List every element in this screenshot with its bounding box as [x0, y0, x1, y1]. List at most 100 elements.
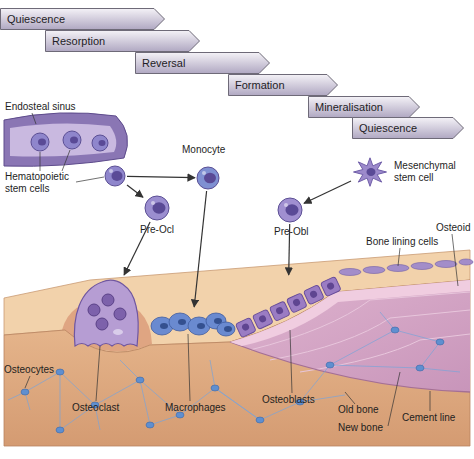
arrow-connector [127, 176, 195, 177]
part-label: Osteocytes [4, 364, 54, 376]
cell-part [113, 329, 123, 335]
cell-part [286, 293, 307, 313]
illustration-part [136, 377, 144, 383]
cell-part [269, 301, 290, 321]
part-label: Endosteal sinus [5, 101, 76, 113]
illustration-part [211, 385, 219, 391]
banner-outline [1, 9, 165, 30]
cell-part [235, 317, 256, 337]
cell-part [197, 323, 205, 329]
cell-node: Pre-Ocl [144, 195, 170, 221]
illustration-part [411, 263, 433, 270]
arrow-connector [304, 181, 351, 203]
cell-part [252, 309, 273, 329]
cell-part [269, 301, 290, 321]
illustration-part [4, 280, 470, 446]
illustration-part [10, 123, 116, 156]
phase-label: Resorption [45, 30, 200, 52]
illustration-part [38, 139, 46, 146]
phase-label: Reversal [135, 52, 270, 74]
cell-part [145, 196, 169, 220]
illustration-part [56, 427, 64, 433]
cell-part [309, 290, 318, 299]
cell-part [326, 281, 335, 290]
illustration-part [63, 131, 81, 149]
illustration-part [339, 269, 361, 276]
illustration-part [436, 339, 444, 345]
bone-block [4, 250, 470, 446]
cell-shape [150, 308, 235, 338]
illustration-part [300, 330, 440, 402]
illustration-part [188, 334, 190, 401]
illustration-part [31, 133, 49, 151]
illustration-part [430, 391, 431, 411]
cell-label: Monocyte [182, 144, 225, 156]
phase-label: Formation [228, 74, 338, 96]
cell-part [320, 276, 341, 296]
cell-part [160, 323, 168, 329]
cell-part [284, 203, 288, 207]
illustration-part [40, 152, 41, 171]
phase-banner: Reversal [135, 52, 270, 74]
banner-outline [229, 75, 338, 96]
cell-label: Osteoclast [72, 402, 119, 414]
cell-shape [144, 195, 170, 221]
part-label: Osteoid [436, 222, 470, 234]
cell-part [303, 285, 324, 305]
cell-shape [72, 276, 140, 348]
cell-node: Osteoblasts [232, 276, 344, 342]
illustration-part [345, 392, 355, 404]
phase-banner: Formation [228, 74, 338, 96]
illustration-part [435, 261, 457, 268]
illustration-part [230, 280, 470, 346]
cell-shape [104, 165, 126, 187]
part-label: Bone lining cells [366, 236, 438, 248]
cell-part [74, 280, 138, 346]
phase-label: Quiescence [352, 117, 464, 139]
illustration-part [32, 113, 36, 124]
banner-outline [46, 31, 200, 52]
cell-node: Macrophages [150, 308, 235, 338]
endosteal-sinus [4, 113, 128, 167]
illustration-part [300, 334, 470, 372]
illustration-part [25, 376, 30, 388]
cell-part [303, 285, 324, 305]
cell-node: Monocyte [196, 166, 220, 190]
cell-part [178, 319, 186, 325]
cell-part [217, 322, 235, 336]
illustration-part [25, 372, 345, 420]
phase-banner: Quiescence [0, 8, 165, 30]
phase-banner: Quiescence [352, 117, 464, 139]
illustration-part [70, 137, 78, 144]
illustration-part [4, 113, 128, 167]
cell-part [151, 201, 155, 205]
arrow-connector [127, 185, 143, 197]
cell-part [105, 166, 125, 186]
cell-part [354, 158, 387, 187]
cell-part [292, 298, 301, 307]
cell-label: Hematopoietic stem cells [5, 171, 77, 195]
cell-part [96, 318, 108, 330]
cell-node: Osteoclast [72, 276, 140, 348]
cell-part [241, 322, 250, 331]
phase-label: Quiescence [0, 8, 165, 30]
illustration-part [256, 417, 264, 423]
cell-node: Pre-Obl [277, 197, 303, 223]
illustration-part [230, 280, 470, 392]
cell-shape [232, 276, 344, 342]
cell-part [197, 167, 219, 189]
illustration-part [92, 135, 108, 151]
cell-part [202, 171, 206, 175]
illustration-part [76, 177, 104, 182]
cell-label: Pre-Ocl [140, 224, 174, 236]
illustration-part [60, 372, 260, 430]
illustration-part [416, 365, 424, 371]
illustration-part [146, 422, 154, 428]
cell-shape [352, 156, 388, 188]
cell-part [224, 326, 232, 332]
illustration-part [99, 140, 106, 146]
cell-part [114, 308, 126, 320]
leader-lines [25, 113, 458, 426]
cell-node: Hematopoietic stem cells [104, 165, 126, 187]
cell-part [275, 306, 284, 315]
